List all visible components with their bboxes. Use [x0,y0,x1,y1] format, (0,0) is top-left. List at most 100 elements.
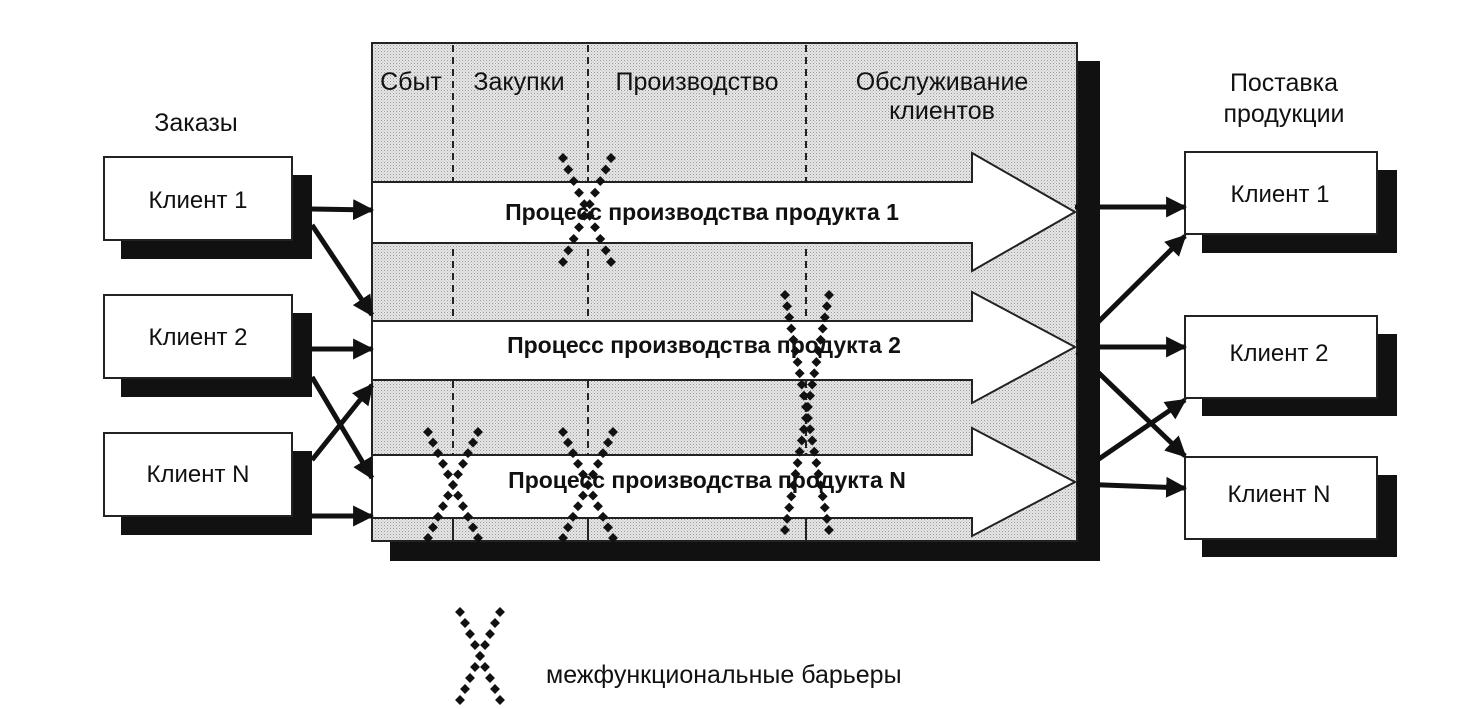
client-box-left-2: Клиент 2 [103,294,312,397]
barrier-dot [780,290,790,300]
barrier-dot [788,480,799,491]
barrier-dot [606,153,616,163]
barrier-dot [568,511,578,522]
barrier-dot [470,640,480,650]
barrier-dot [593,501,603,512]
barrier-dot [784,312,795,323]
barrier-dot [824,525,834,535]
barrier-dot [468,437,478,448]
barrier-dot [608,533,618,543]
barrier-mark [558,427,618,543]
barrier-dot [786,323,797,334]
barrier-dot [796,435,807,446]
barrier-dot [428,522,438,533]
barrier-dot [811,457,822,468]
delivery-arrow-p2-to-n [1075,350,1187,458]
client-box-right-n: Клиент N [1184,456,1397,557]
barrier-dot [443,490,453,501]
barrier-dot [568,448,578,459]
barrier-dot [448,480,458,490]
barrier-dot [490,684,500,694]
barrier-dot [784,502,795,513]
barrier-dot [443,469,453,480]
barrier-dot [809,368,820,379]
process-label-1: Процесс производства продукта 1 [505,199,899,225]
barrier-dot [790,346,801,356]
barrier-dot [453,469,463,480]
barrier-dot [819,312,830,323]
barrier-dot [584,199,595,210]
barrier-mark [780,290,834,535]
barrier-dot [428,437,438,448]
barrier-dot [792,357,803,368]
barrier-dot [817,491,828,502]
barrier-dot [473,533,483,543]
barrier-dot [563,522,573,533]
barrier-dot [584,210,595,221]
barrier-dot [568,176,579,187]
delivery-connectors [1075,196,1188,498]
barrier-dot [433,448,443,459]
barrier-dot [563,164,574,175]
barrier-dot [573,458,583,469]
barrier-dot [563,245,574,256]
barrier-dot [809,446,820,457]
barrier-dot [782,301,793,312]
barrier-legend-icon [455,607,505,705]
barrier-dot [780,525,790,535]
client-right-2-label: Клиент 2 [1230,340,1329,367]
barrier-mark [558,153,616,267]
client-right-n-label: Клиент N [1228,481,1331,508]
barrier-dot [438,458,448,469]
barrier-dot [805,390,816,401]
barrier-dot [458,458,468,469]
barrier-dot [798,390,809,401]
barrier-dot [458,501,468,512]
barrier-dot [583,480,593,490]
barrier-dot [821,513,832,524]
barrier-dot [813,346,824,356]
delivery-arrow-pn-to-2 [1075,397,1187,477]
barrier-dot [590,222,600,233]
barrier-dot [593,458,603,469]
barrier-dot [558,153,568,163]
orders-label: Заказы [154,109,238,137]
process-arrow-1: Процесс производства продукта 1 [371,151,1078,273]
barrier-dot [453,490,463,501]
barrier-dot [796,379,807,390]
process-arrow-n: Процесс производства продукта N [371,426,1078,538]
barrier-dot [579,210,590,221]
barrier-dot [438,501,448,512]
barrier-dot [817,323,828,334]
barrier-dot [460,618,470,628]
client-left-n-label: Клиент N [147,461,250,488]
barrier-dot [558,427,568,437]
client-box-left-n: Клиент N [103,432,312,535]
barrier-dot [792,457,803,468]
barrier-dot [574,187,584,198]
barrier-dot [473,427,483,437]
client-right-1-label: Клиент 1 [1231,181,1330,208]
barrier-dot [794,446,805,457]
barrier-dot [600,245,611,256]
barrier-dot [782,513,793,524]
barrier-dot [603,522,613,533]
barrier-dot [485,673,495,683]
process-label-n: Процесс производства продукта N [508,467,906,493]
barrier-dot [480,662,490,672]
barrier-dot [579,199,590,210]
barrier-dot [590,187,600,198]
barrier-dot [568,233,579,244]
legend-label: межфункциональные барьеры [546,661,902,689]
order-connectors [309,199,375,527]
barrier-dot [463,448,473,459]
barrier-dot [788,334,799,345]
delivery-arrow-pn-to-n [1076,476,1188,498]
barrier-marks [423,153,834,543]
function-label-sales: Сбыт [380,68,442,96]
barrier-dot [608,427,618,437]
barrier-dot [821,301,832,312]
barrier-dot [470,662,480,672]
